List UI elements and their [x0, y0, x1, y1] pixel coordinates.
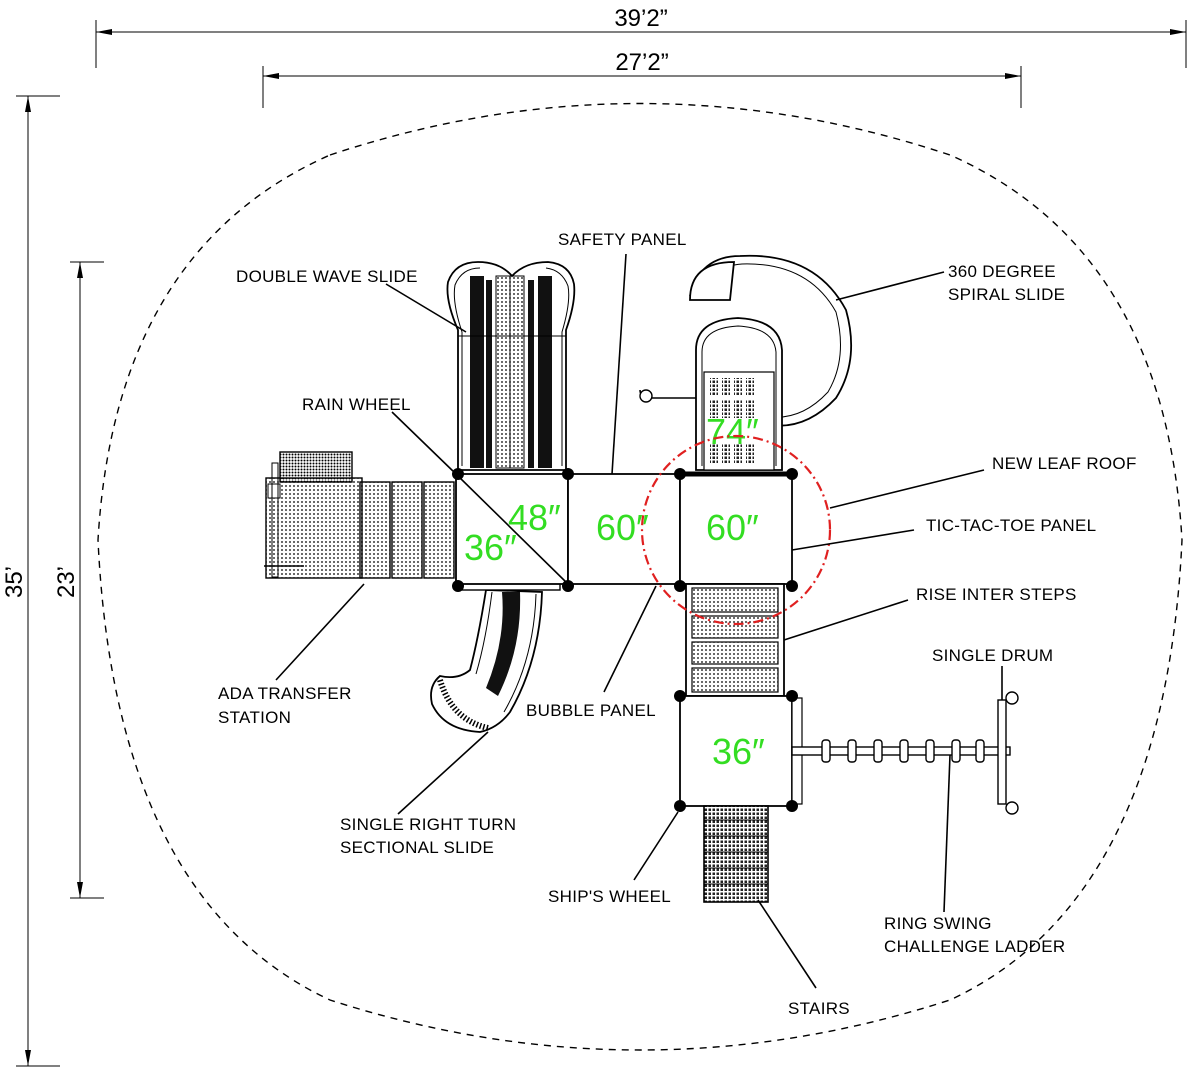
- ring-swing-ladder: [791, 699, 1011, 805]
- leader-lines: [275, 253, 1003, 989]
- label-ships-wheel: SHIP'S WHEEL: [548, 887, 671, 906]
- safety-zone-outline: [97, 102, 1183, 1051]
- deck-c: 60″: [679, 471, 793, 585]
- overall-width-label: 39’2”: [614, 5, 667, 32]
- overall-depth-dimension: 35’: [1, 95, 60, 1067]
- label-rise-inter-steps: RISE INTER STEPS: [916, 585, 1077, 604]
- label-ring-swing-1: RING SWING: [884, 914, 992, 933]
- label-stairs: STAIRS: [788, 999, 850, 1018]
- label-right-turn-slide-1: SINGLE RIGHT TURN: [340, 815, 516, 834]
- label-ada-transfer-1: ADA TRANSFER: [218, 684, 352, 703]
- inner-width-dimension: 27’2”: [262, 49, 1022, 108]
- label-single-drum: SINGLE DRUM: [932, 646, 1053, 665]
- deck-a: 36″ 48″: [455, 473, 569, 585]
- deck-a-high-height: 48″: [508, 497, 561, 538]
- label-ada-transfer-2: STATION: [218, 708, 291, 727]
- spiral-slide-grate: [710, 378, 754, 464]
- deck-b-height: 60″: [596, 507, 649, 548]
- label-ring-swing-2: CHALLENGE LADDER: [884, 937, 1065, 956]
- deck-d-height: 36″: [712, 731, 765, 772]
- label-spiral-slide-1: 360 DEGREE: [948, 262, 1056, 281]
- stairs: [703, 805, 769, 903]
- deck-a-low-height: 36″: [464, 527, 517, 568]
- deck-c-height: 60″: [706, 507, 759, 548]
- overall-width-dimension: 39’2”: [95, 5, 1187, 68]
- new-leaf-roof: [640, 434, 832, 626]
- label-safety-panel: SAFETY PANEL: [558, 230, 687, 249]
- label-spiral-slide-2: SPIRAL SLIDE: [948, 285, 1065, 304]
- inner-width-label: 27’2”: [615, 49, 668, 76]
- label-new-leaf-roof: NEW LEAF ROOF: [992, 454, 1137, 473]
- spiral-top-height: 74″: [706, 411, 759, 452]
- deck-b: 60″: [567, 473, 681, 585]
- single-drum: [1005, 691, 1019, 815]
- overall-depth-label: 35’: [1, 566, 28, 598]
- label-right-turn-slide-2: SECTIONAL SLIDE: [340, 838, 494, 857]
- label-rain-wheel: RAIN WHEEL: [302, 395, 411, 414]
- label-bubble-panel: BUBBLE PANEL: [526, 701, 656, 720]
- label-tic-tac-toe-panel: TIC-TAC-TOE PANEL: [926, 516, 1096, 535]
- rise-inter-steps: [685, 583, 785, 697]
- spiral-slide: [639, 254, 853, 471]
- inner-depth-label: 23’: [53, 566, 80, 598]
- ada-transfer-station: [264, 451, 455, 579]
- inner-depth-dimension: 23’: [53, 261, 104, 899]
- double-wave-slide: [446, 261, 576, 471]
- posts: [452, 468, 798, 812]
- deck-d: 36″: [679, 695, 803, 807]
- label-double-wave-slide: DOUBLE WAVE SLIDE: [236, 267, 418, 286]
